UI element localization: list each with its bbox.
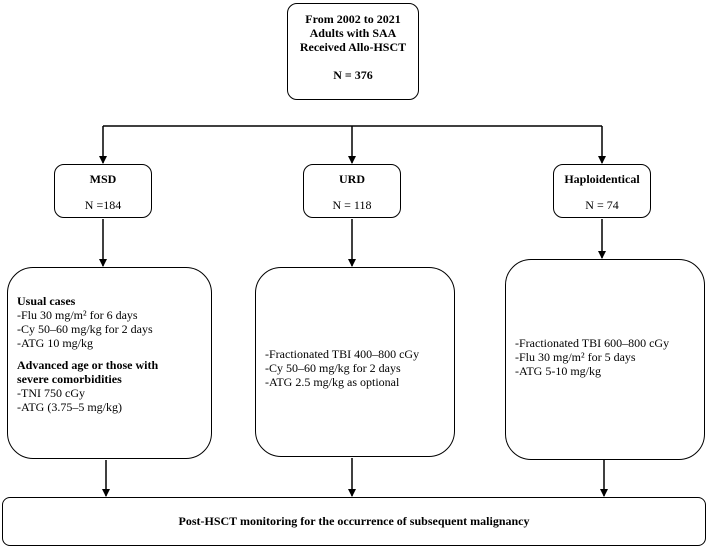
regimen-urd: -Fractionated TBI 400–800 cGy -Cy 50–60 …	[255, 267, 455, 457]
outcome-node: Post-HSCT monitoring for the occurrence …	[2, 497, 706, 546]
msd-usual-item: -ATG 10 mg/kg	[17, 336, 93, 350]
msd-advanced-heading: severe comorbidities	[17, 372, 122, 386]
group-urd-name: URD	[339, 172, 365, 186]
outcome-text: Post-HSCT monitoring for the occurrence …	[178, 514, 530, 528]
group-haploidentical: Haploidentical N = 74	[553, 164, 651, 218]
msd-usual-heading: Usual cases	[17, 294, 76, 308]
group-urd: URD N = 118	[303, 164, 401, 218]
msd-usual-item: -Flu 30 mg/m² for 6 days	[17, 308, 138, 322]
group-msd: MSD N =184	[54, 164, 152, 218]
haplo-item: -Flu 30 mg/m² for 5 days	[515, 350, 636, 364]
group-haplo-name: Haploidentical	[564, 172, 640, 186]
msd-advanced-item: -TNI 750 cGy	[17, 386, 85, 400]
root-line-2: Adults with SAA	[309, 26, 397, 40]
haplo-item: -ATG 5-10 mg/kg	[515, 364, 601, 378]
group-msd-count: N =184	[84, 198, 122, 212]
msd-usual-item: -Cy 50–60 mg/kg for 2 days	[17, 322, 153, 336]
group-haplo-count: N = 74	[585, 198, 619, 212]
urd-item: -Cy 50–60 mg/kg for 2 days	[265, 361, 401, 375]
regimen-msd: Usual cases -Flu 30 mg/m² for 6 days -Cy…	[7, 267, 212, 459]
urd-item: -Fractionated TBI 400–800 cGy	[265, 347, 420, 361]
root-line-3: Received Allo-HSCT	[299, 40, 407, 54]
root-count: N = 376	[333, 68, 373, 82]
group-urd-count: N = 118	[332, 198, 372, 212]
regimen-haploidentical: -Fractionated TBI 600–800 cGy -Flu 30 mg…	[505, 259, 705, 460]
group-msd-name: MSD	[89, 172, 117, 186]
msd-advanced-heading: Advanced age or those with	[17, 358, 159, 372]
root-node: From 2002 to 2021 Adults with SAA Receiv…	[287, 3, 419, 100]
root-line-1: From 2002 to 2021	[305, 12, 401, 26]
haplo-item: -Fractionated TBI 600–800 cGy	[515, 336, 670, 350]
msd-advanced-item: -ATG (3.75–5 mg/kg)	[17, 400, 122, 414]
urd-item: -ATG 2.5 mg/kg as optional	[265, 375, 400, 389]
